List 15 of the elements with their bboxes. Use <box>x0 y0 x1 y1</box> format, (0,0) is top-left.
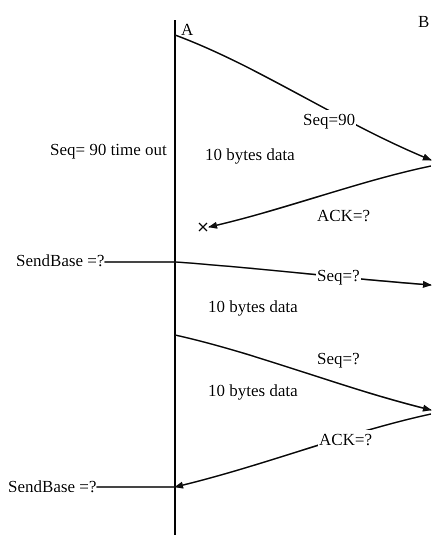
lifeline-label: A <box>181 20 194 40</box>
payload-label: 10 bytes data <box>205 145 295 165</box>
timeout-note: Seq= 90 time out <box>50 140 167 160</box>
message-arrow <box>208 165 432 229</box>
variable-label: SendBase =? <box>16 251 104 271</box>
edge-label: Seq=90 <box>302 110 356 130</box>
message-arrow <box>174 334 432 412</box>
message-arrow <box>174 34 432 161</box>
leader-line <box>104 261 175 263</box>
payload-label: 10 bytes data <box>208 381 298 401</box>
lifeline-label: B <box>418 12 430 32</box>
payload-label: 10 bytes data <box>208 297 298 317</box>
leader-line <box>96 486 175 488</box>
timeline <box>174 20 194 535</box>
variable-label: SendBase =? <box>8 477 96 497</box>
